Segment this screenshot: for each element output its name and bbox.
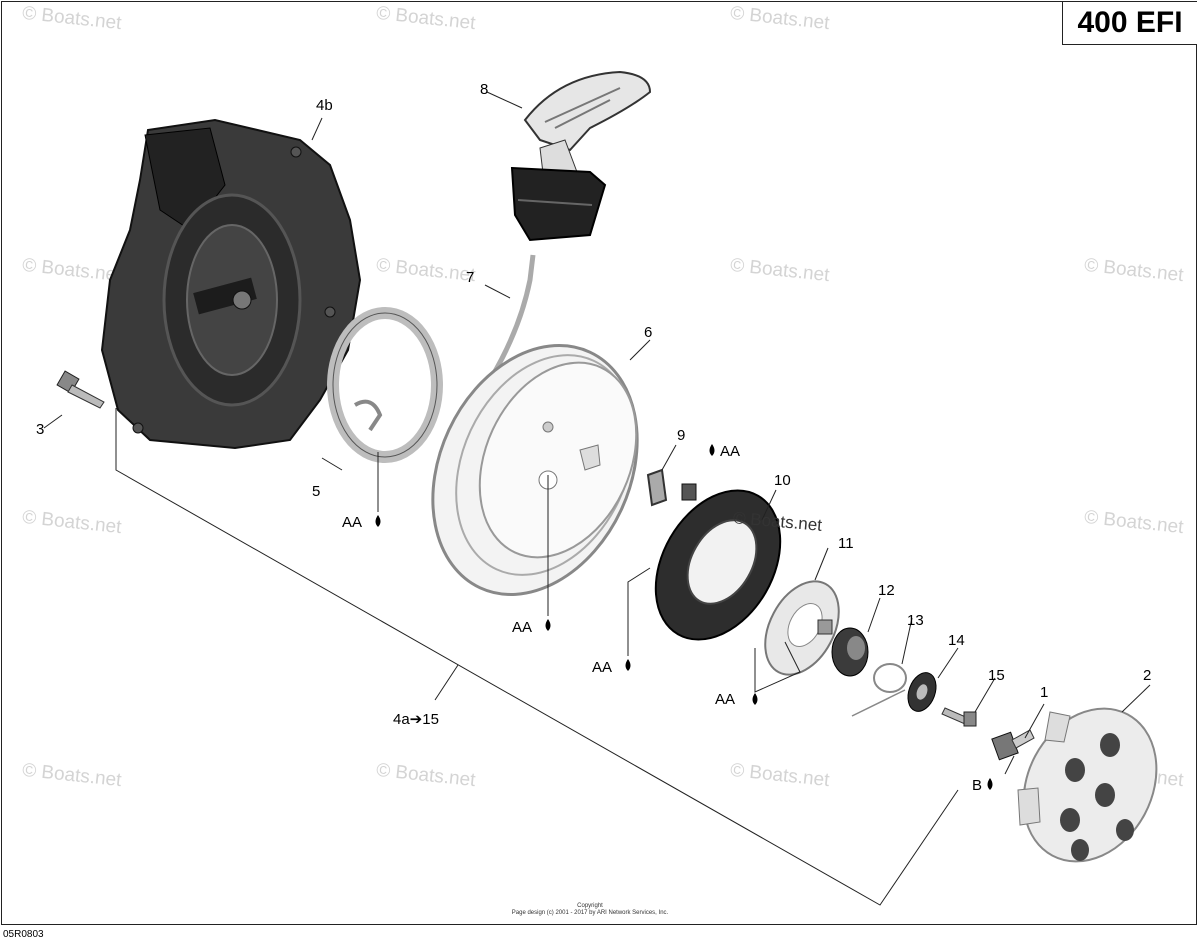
spring-clip-part — [851, 663, 907, 717]
starter-pulley-part — [1017, 707, 1158, 863]
part-label-3[interactable]: 3 — [36, 421, 45, 438]
diagram-frame — [1, 1, 1197, 925]
starter-pulley-bolt-part — [991, 729, 1035, 761]
part-label-12[interactable]: 12 — [878, 582, 895, 599]
lubricant-label: AA — [342, 514, 363, 531]
part-label-4a-15[interactable]: 4a➔15 — [393, 711, 439, 728]
part-label-15[interactable]: 15 — [988, 667, 1005, 684]
part-label-10[interactable]: 10 — [774, 472, 791, 489]
part-label-2[interactable]: 2 — [1143, 667, 1152, 684]
lubricant-label: AA — [592, 659, 613, 676]
lubricant-drop-icons — [375, 444, 993, 790]
diagram-code: 05R0803 — [3, 929, 44, 940]
handle-part — [510, 70, 652, 242]
spring-part — [327, 307, 443, 463]
lubricant-label: B — [972, 777, 983, 794]
copyright-notice: Copyright Page design (c) 2001 - 2017 by… — [450, 903, 730, 917]
rope-sheave-part — [431, 344, 639, 596]
part-label-4b[interactable]: 4b — [316, 97, 333, 114]
friction-spring-part — [764, 580, 840, 676]
lubricant-label: AA — [720, 443, 741, 460]
leader-lines — [43, 91, 1151, 906]
part-label-13[interactable]: 13 — [907, 612, 924, 629]
bolt-part — [56, 370, 105, 409]
model-badge: 400 EFI — [1062, 2, 1197, 45]
part-label-1[interactable]: 1 — [1040, 684, 1049, 701]
pawl-plate-part — [654, 483, 782, 641]
recoil-housing-part — [100, 118, 362, 450]
part-label-14[interactable]: 14 — [948, 632, 965, 649]
bushing-part — [831, 627, 869, 677]
screw-part — [941, 707, 977, 727]
part-label-7[interactable]: 7 — [466, 269, 475, 286]
washer-part — [907, 672, 937, 712]
part-label-5[interactable]: 5 — [312, 483, 321, 500]
part-label-9[interactable]: 9 — [677, 427, 686, 444]
part-label-11[interactable]: 11 — [838, 535, 854, 552]
pawl-part — [646, 468, 668, 507]
lubricant-label: AA — [715, 691, 736, 708]
part-label-8[interactable]: 8 — [480, 81, 489, 98]
copyright-line: Copyright — [577, 903, 603, 909]
copyright-line: Page design (c) 2001 - 2017 by ARI Netwo… — [511, 910, 669, 916]
part-label-6[interactable]: 6 — [644, 324, 653, 341]
lubricant-label: AA — [512, 619, 533, 636]
